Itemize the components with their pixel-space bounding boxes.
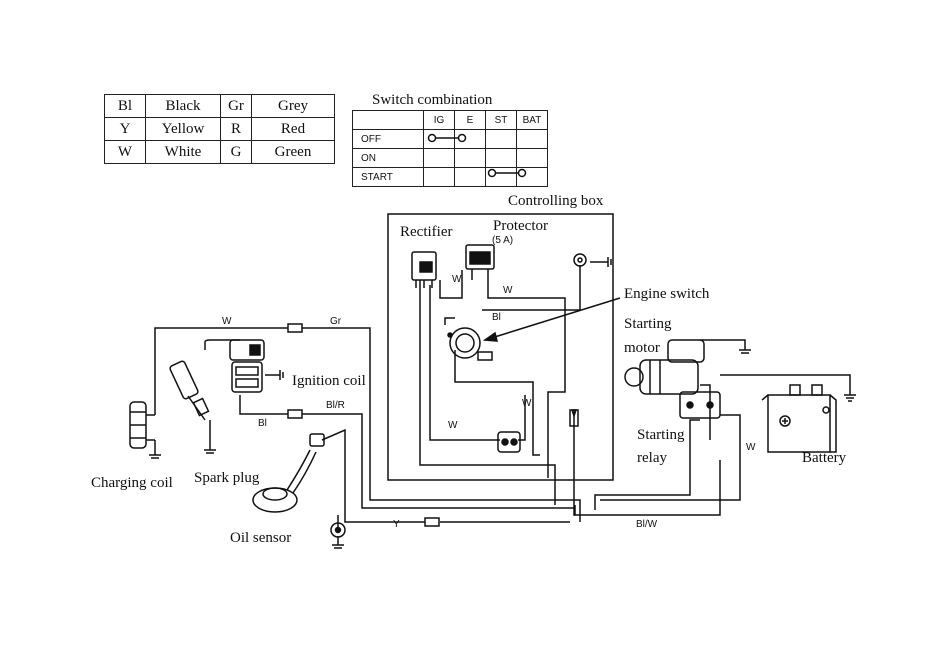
battery-icon	[762, 385, 836, 452]
label-ignition-coil: Ignition coil	[292, 373, 366, 389]
wire-label: W	[452, 274, 462, 285]
wire-plug-coil	[205, 340, 240, 350]
ground-icon	[590, 257, 611, 267]
relay-terminal-icon	[498, 432, 520, 452]
label-starting-relay-line1: Starting	[637, 427, 685, 443]
ground-icon	[739, 350, 751, 353]
label-controlling-box: Controlling box	[508, 193, 604, 209]
terminal-icon	[574, 254, 586, 266]
engine-switch-leader	[485, 298, 620, 340]
label-battery: Battery	[802, 450, 847, 466]
ground-icon	[332, 536, 344, 548]
wire-battery-ground	[720, 375, 850, 395]
connector-icon	[288, 324, 302, 332]
wire-label: W	[503, 285, 513, 296]
label-engine-switch: Engine switch	[624, 286, 710, 302]
wire-label: Bl	[258, 418, 267, 429]
wire-motor-ground	[700, 340, 745, 350]
arrow-icon	[485, 333, 497, 341]
start-connection-symbol	[489, 170, 526, 177]
off-connection-symbol	[429, 135, 466, 142]
label-protector-rating: (5 A)	[492, 235, 513, 246]
wire-label: Bl/W	[636, 519, 658, 530]
wire-bl-w	[575, 460, 720, 515]
label-rectifier: Rectifier	[400, 224, 452, 240]
wire-label: Gr	[330, 316, 342, 327]
connector-icon	[425, 518, 439, 526]
oil-sensor-icon	[253, 434, 324, 512]
ground-icon	[204, 420, 216, 453]
wire-label: W	[222, 316, 232, 327]
wire-bl	[240, 395, 288, 414]
ground-icon	[265, 370, 283, 380]
label-starting-relay-line2: relay	[637, 450, 667, 466]
label-oil-sensor: Oil sensor	[230, 530, 291, 546]
wire-rectifier-out	[420, 280, 555, 505]
wire-w-top	[155, 328, 288, 415]
wire-label: Y	[393, 519, 400, 530]
ignition-coil-icon	[230, 340, 264, 392]
wire-gr	[302, 328, 580, 522]
spark-plug-icon	[169, 360, 208, 420]
wire-label: Bl/R	[326, 400, 345, 411]
label-starting-motor-line2: motor	[624, 340, 660, 356]
wire-label: W	[448, 420, 458, 431]
label-protector: Protector	[493, 218, 548, 234]
rectifier-icon	[412, 252, 436, 288]
wire-bl-r	[302, 414, 575, 508]
charging-coil-icon	[130, 402, 155, 448]
wire-rectifier-w	[430, 285, 500, 440]
wire-label: W	[746, 442, 756, 453]
protector-icon	[466, 245, 494, 280]
connector-icon	[288, 410, 302, 418]
starting-relay-icon	[680, 392, 720, 418]
label-starting-motor-line1: Starting	[624, 316, 672, 332]
wire-label: W	[522, 398, 532, 409]
ground-icon	[844, 395, 856, 401]
label-spark-plug: Spark plug	[194, 470, 260, 486]
ground-icon	[149, 440, 161, 458]
label-charging-coil: Charging coil	[91, 475, 173, 491]
wire-label: Bl	[492, 312, 501, 323]
